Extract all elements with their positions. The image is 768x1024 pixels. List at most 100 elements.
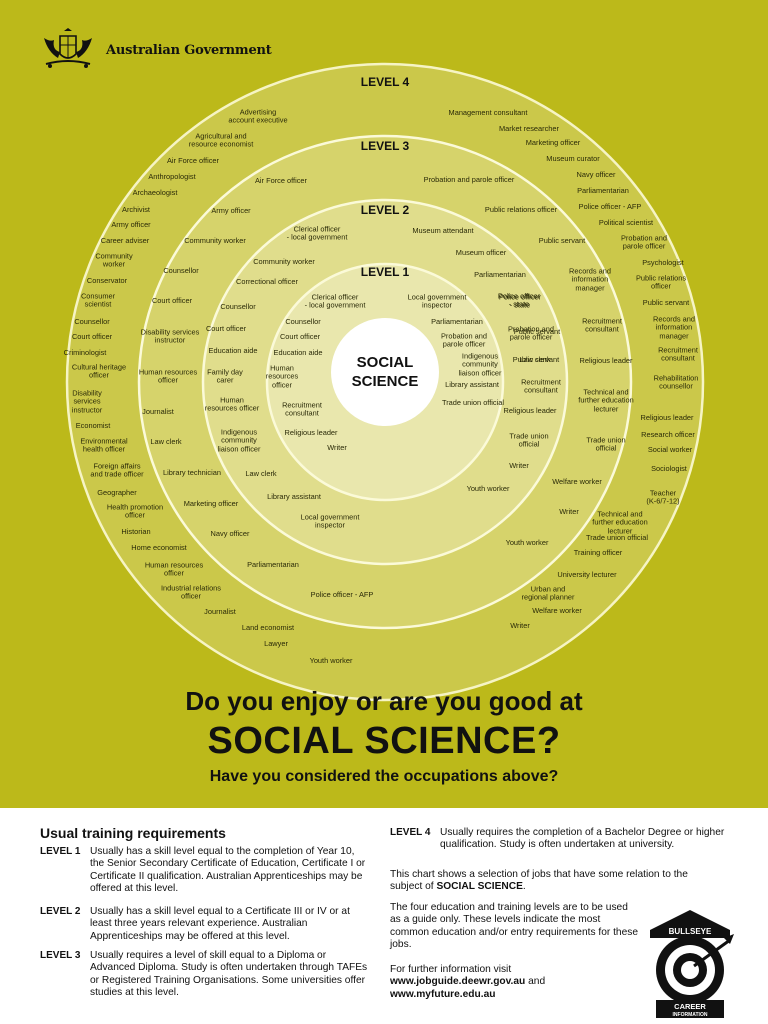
level4-occupation: Advertising account executive	[228, 107, 288, 125]
requirement-level1: LEVEL 1 Usually has a skill level equal …	[40, 846, 370, 896]
requirement-level: LEVEL 2	[40, 906, 81, 917]
badge-top-text: BULLSEYE	[669, 927, 712, 936]
level4-label: LEVEL 4	[360, 75, 410, 89]
level2-occupation: Writer	[509, 460, 529, 470]
level4-occupation: Court officer	[71, 331, 113, 341]
level4-occupation: Technical and further education lecturer	[592, 509, 648, 536]
guide-note: The four education and training levels a…	[390, 902, 639, 951]
poster-top: Australian Government LEVEL 4 LEVEL 3 LE…	[0, 0, 768, 808]
level4-occupation: Human resources officer	[144, 560, 204, 578]
requirement-level4: LEVEL 4 Usually requires the completion …	[390, 827, 750, 852]
level1-occupation: Education aide	[273, 347, 323, 357]
level3-label: LEVEL 3	[360, 139, 410, 153]
level3-occupation: Library technician	[163, 467, 221, 477]
level3-occupation: Army officer	[211, 205, 251, 215]
level4-occupation: Home economist	[131, 542, 187, 552]
level3-occupation: Navy officer	[210, 528, 250, 538]
level4-occupation: Market researcher	[499, 123, 559, 133]
level2-occupation: Recruitment consultant	[521, 377, 561, 395]
level1-occupation: Indigenous community liaison officer	[458, 351, 502, 378]
level4-occupation: Recruitment consultant	[658, 345, 698, 363]
level2-occupation: Indigenous community liaison officer	[217, 427, 261, 454]
level3-occupation: Public servant	[538, 235, 586, 245]
headline: Do you enjoy or are you good at	[185, 686, 583, 716]
bullseye-career-badge: BULLSEYE CAREER INFORMATION	[650, 910, 734, 1018]
level2-occupation: Museum officer	[455, 247, 507, 257]
level2-occupation: Public servant	[512, 354, 560, 364]
bullseye-target	[65, 62, 705, 702]
badge-bottom-text1: CAREER	[674, 1002, 706, 1011]
level4-occupation: Writer	[510, 620, 530, 630]
jobguide-link[interactable]: www.jobguide.deewr.gov.au	[390, 976, 526, 988]
badge-bottom-text2: INFORMATION	[673, 1012, 708, 1018]
level3-occupation: Marketing officer	[183, 498, 239, 508]
level4-occupation: Social worker	[647, 444, 693, 454]
level4-occupation: Agricultural and resource economist	[188, 131, 254, 149]
requirement-text: Usually has a skill level equal to the c…	[90, 846, 366, 895]
level3-occupation: Public relations officer	[484, 204, 558, 214]
center-circle	[331, 318, 439, 426]
level2-occupation: Youth worker	[466, 483, 510, 493]
level1-occupation: Probation and parole officer	[440, 331, 488, 349]
headline-question: Have you considered the occupations abov…	[209, 768, 559, 785]
level4-occupation: Youth worker	[309, 655, 353, 665]
level4-occupation: Political scientist	[598, 217, 654, 227]
level3-occupation: Human resources officer	[138, 367, 198, 385]
level2-occupation: Human resources officer	[204, 395, 260, 413]
level3-occupation: Community worker	[184, 235, 246, 245]
level4-occupation: Archivist	[122, 204, 150, 214]
level4-occupation: Criminologist	[63, 347, 107, 357]
level4-occupation: Teacher (K-6/7-12)	[646, 488, 680, 506]
requirement-text: Usually has a skill level equal to a Cer…	[90, 906, 350, 942]
chart-note: This chart shows a selection of jobs tha…	[390, 869, 690, 894]
level4-occupation: Journalist	[204, 606, 236, 616]
level4-occupation: Trade union official	[585, 532, 649, 542]
chart-note-text: This chart shows a selection of jobs tha…	[390, 869, 688, 893]
level2-occupation: Court officer	[205, 323, 247, 333]
center-subject: SOCIAL SCIENCE	[352, 353, 419, 391]
level4-occupation: Community worker	[95, 251, 133, 269]
government-logo: Australian Government	[36, 28, 272, 72]
level2-occupation: Local government inspector	[300, 512, 360, 530]
level4-occupation: Archaeologist	[132, 187, 178, 197]
level4-occupation: Parliamentarian	[577, 185, 629, 195]
level4-occupation: University lecturer	[557, 569, 617, 579]
level3-occupation: Probation and parole officer	[423, 174, 515, 184]
level3-occupation: Trade union official	[586, 435, 626, 453]
level1-occupation: Public servant	[513, 326, 561, 336]
and-text: and	[528, 976, 546, 988]
level1-occupation: Religious leader	[284, 427, 338, 437]
level4-occupation: Welfare worker	[532, 605, 582, 615]
level1-occupation: Library assistant	[445, 379, 499, 389]
level4-occupation: Navy officer	[576, 169, 616, 179]
requirement-level2: LEVEL 2 Usually has a skill level equal …	[40, 906, 370, 943]
level3-occupation: Police officer - AFP	[310, 589, 374, 599]
center-line2: SCIENCE	[351, 373, 419, 390]
level3-occupation: Writer	[559, 506, 579, 516]
info-note: For further information visit www.jobgui…	[390, 964, 640, 1001]
level4-occupation: Training officer	[573, 547, 623, 557]
level1-occupation: Clerical officer - local government	[304, 292, 366, 310]
level3-occupation: Air Force officer	[254, 175, 308, 185]
level4-occupation: Anthropologist	[148, 171, 196, 181]
level1-occupation: Trade union official	[441, 397, 505, 407]
chart-note-end: .	[522, 881, 526, 893]
level3-occupation: Journalist	[142, 406, 174, 416]
level3-occupation: Youth worker	[505, 537, 549, 547]
level4-occupation: Historian	[121, 526, 151, 536]
chart-note-subject: SOCIAL SCIENCE	[436, 881, 523, 893]
myfuture-link[interactable]: www.myfuture.edu.au	[390, 988, 496, 1000]
level3-occupation: Disability services instructor	[140, 327, 200, 345]
level4-occupation: Environmental health officer	[80, 436, 128, 454]
level2-occupation: Parliamentarian	[474, 269, 526, 279]
level2-occupation: Museum attendant	[412, 225, 474, 235]
info-text: For further information visit	[390, 964, 512, 975]
level3-occupation: Law clerk	[150, 436, 182, 446]
level3-occupation: Records and information manager	[569, 266, 611, 293]
level4-occupation: Cultural heritage officer	[71, 362, 127, 380]
level4-occupation: Police officer - AFP	[578, 201, 642, 211]
level2-occupation: Library assistant	[267, 491, 321, 501]
level2-occupation: Clerical officer - local government	[286, 224, 348, 242]
level4-occupation: Geographer	[97, 487, 137, 497]
level2-occupation: Correctional officer	[236, 276, 298, 286]
